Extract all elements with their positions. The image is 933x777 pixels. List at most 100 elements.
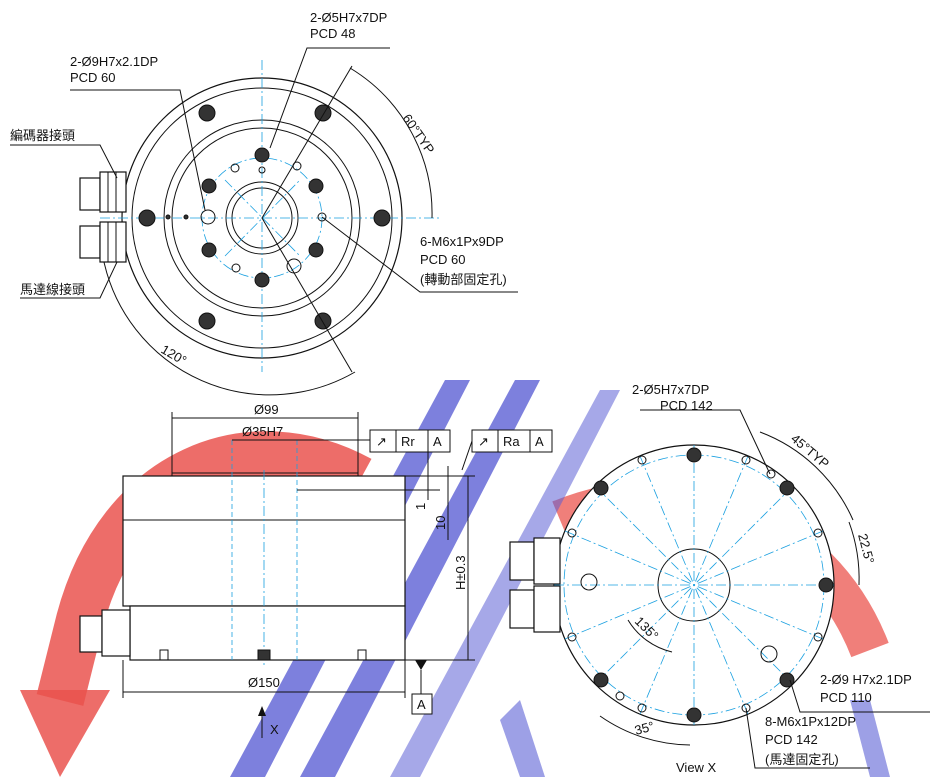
angle-leg [261, 217, 353, 373]
pin-hole-icon [760, 645, 778, 663]
slot-icon [257, 649, 271, 661]
callout-c3-line1: 6-M6x1Px9DP [420, 234, 504, 249]
gdt-ra-label: Ra [503, 434, 520, 449]
bolt-hole-icon [308, 178, 324, 194]
gdt-rr-symbol: ↗ [376, 434, 387, 449]
callout-c2-line1: 2-Ø9H7x2.1DP [70, 54, 158, 69]
dot-icon [165, 214, 171, 220]
angle-35-label: 35° [633, 718, 656, 738]
view-arrow-label: X [270, 722, 279, 737]
gdt-rr-ref: A [433, 434, 442, 449]
angle-arc-135 [627, 619, 673, 653]
bolt-hole-icon [308, 242, 324, 258]
leader-encoder [10, 144, 118, 179]
bolt-hole-icon [198, 104, 216, 122]
d35-label: Ø35H7 [242, 424, 283, 439]
datum-box [411, 693, 433, 715]
small-hole-icon [230, 163, 240, 173]
motor-connector-icon [79, 221, 127, 263]
small-hole-icon [258, 166, 266, 174]
gdt-rr-label: Rr [401, 434, 415, 449]
bolt-hole-icon [593, 480, 609, 496]
viewx-small-holes [567, 455, 823, 713]
pin-hole-icon [580, 573, 598, 591]
motor-cable-label: 馬達線接頭 [20, 282, 85, 297]
angle-arc-35 [599, 715, 691, 746]
leader-vx-c2 [789, 679, 930, 713]
side-connector-icon [79, 609, 131, 657]
small-hole-icon [231, 263, 241, 273]
angle-arc-22 [848, 521, 860, 586]
bolt-hole-icon [201, 242, 217, 258]
bolt-hole-icon [373, 209, 391, 227]
bolt-hole-icon [593, 672, 609, 688]
callout-c3-line2: PCD 60 [420, 252, 466, 267]
angle-arc-60 [349, 67, 433, 219]
bolt-hole-icon [314, 104, 332, 122]
inner-bolts [201, 147, 324, 288]
bolt-hole-icon [314, 312, 332, 330]
bolt-hole-icon [686, 707, 702, 723]
vx-callout-c1-line1: 2-Ø5H7x7DP [632, 382, 709, 397]
viewx-bolts [593, 447, 834, 723]
leader-vx-c1 [640, 409, 771, 475]
angle-45-label: 45°TYP [788, 431, 832, 471]
leader-c2 [70, 89, 206, 211]
bolt-hole-icon [779, 480, 795, 496]
pin-hole-icon [200, 209, 216, 225]
bolt-hole-icon [779, 672, 795, 688]
vx-callout-c1-line2: PCD 142 [660, 398, 713, 413]
encoder-label: 編碼器接頭 [10, 128, 75, 143]
leader-c1 [269, 47, 390, 149]
view-x: 2-Ø5H7x7DP PCD 142 2-Ø9 H7x2.1DP PCD 110… [509, 382, 930, 775]
vx-callout-c3-line1: 8-M6x1Px12DP [765, 714, 856, 729]
view-x-title: View X [676, 760, 717, 775]
dim-10-label: 10 [433, 516, 448, 530]
vx-callout-c3-line2: PCD 142 [765, 732, 818, 747]
side-view: Ø99 Ø35H7 Ø150 1 10 H±0.3 ↗ Rr A ↗ Ra [79, 402, 553, 738]
angle-leg [261, 65, 353, 219]
leader-c3 [321, 216, 518, 293]
gdt-ra-ref: A [535, 434, 544, 449]
top-view: 2-Ø5H7x7DP PCD 48 2-Ø9H7x2.1DP PCD 60 6-… [10, 10, 518, 396]
bolt-hole-icon [818, 577, 834, 593]
bolt-hole-icon [198, 312, 216, 330]
bolt-hole-icon [254, 147, 270, 163]
dot-icon [183, 214, 189, 220]
bolt-hole-icon [254, 272, 270, 288]
vx-callout-c2-line2: PCD 110 [820, 690, 872, 705]
gdt-frame-ra: ↗ Ra A [471, 429, 553, 453]
d99-label: Ø99 [254, 402, 279, 417]
vx-callout-c3-line3: (馬達固定孔) [765, 752, 839, 767]
encoder-connector-icon [79, 171, 127, 213]
callout-c3-line3: (轉動部固定孔) [420, 272, 507, 287]
slot-icon [159, 649, 169, 661]
top-face [171, 472, 359, 477]
bolt-hole-icon [686, 447, 702, 463]
angle-60-label: 60°TYP [400, 111, 438, 156]
angle-arc-120 [103, 261, 356, 396]
angle-120-label: 120° [159, 342, 190, 368]
dim-1-label: 1 [413, 503, 428, 510]
small-hole-icon [317, 212, 327, 222]
callout-c1-line2: PCD 48 [310, 26, 356, 41]
datum-label: A [417, 697, 426, 712]
gdt-frame-rr: ↗ Rr A [369, 429, 451, 453]
datum-triangle-icon [415, 660, 427, 670]
slot-icon [357, 649, 367, 661]
d150-label: Ø150 [248, 675, 280, 690]
radial-lines [554, 445, 834, 725]
bolt-hole-icon [201, 178, 217, 194]
leader-motor [20, 261, 118, 299]
bolt-hole-icon [138, 209, 156, 227]
vx-callout-c2-line1: 2-Ø9 H7x2.1DP [820, 672, 912, 687]
callout-c2-line2: PCD 60 [70, 70, 116, 85]
dim-h-label: H±0.3 [453, 555, 468, 590]
outer-bolts [138, 104, 391, 330]
viewx-connectors-icon [509, 537, 561, 633]
angle-arc-45 [759, 431, 854, 521]
leader-vx-c3 [745, 707, 870, 769]
gdt-ra-symbol: ↗ [478, 434, 489, 449]
